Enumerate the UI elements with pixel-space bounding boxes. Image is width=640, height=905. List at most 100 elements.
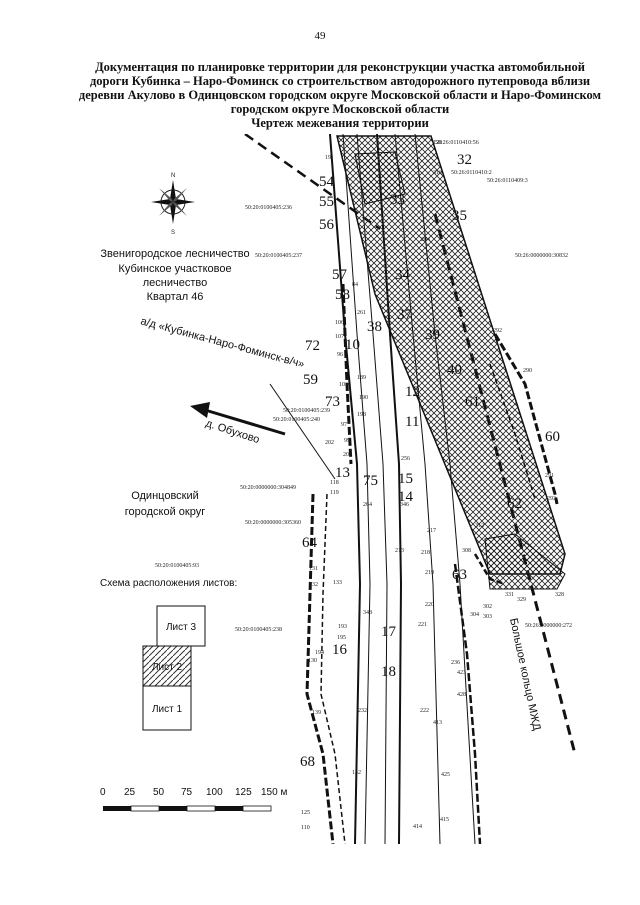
forestry-label: Звенигородское лесничество: [100, 248, 249, 260]
forestry-label: Кубинское участковое: [118, 263, 231, 275]
point-number: 19: [325, 155, 331, 161]
cadastral-number: 50:20:0100405:236: [245, 205, 292, 211]
parcel-number: 59: [303, 372, 318, 388]
cadastral-number: 50:26:0110409:3: [487, 178, 528, 184]
point-number: 103: [339, 382, 348, 388]
point-number: 291: [545, 473, 554, 479]
parcel-number: 37: [397, 307, 413, 323]
point-number: 202: [325, 440, 334, 446]
scale-tick: 125: [235, 787, 252, 798]
parcel-number: 63: [452, 567, 467, 583]
cadastral-number: 50:20:0100405:239: [283, 408, 330, 414]
direction-arrow-icon: [190, 402, 286, 436]
parcel-number: 11: [405, 414, 419, 430]
point-number: 328: [555, 592, 564, 598]
road-label: а/д «Кубинка-Наро-Фоминск-в/ч»: [139, 315, 305, 370]
parcel-number: 72: [305, 338, 320, 354]
cadastral-number: 50:20:0100405:93: [155, 563, 199, 569]
point-number: 99: [344, 438, 350, 444]
parcel-number: 18: [381, 664, 396, 680]
title-line: Документация по планировке территории дл…: [95, 60, 585, 74]
point-number: 200: [343, 452, 352, 458]
cadastral-number: 50:20:0100405:238: [235, 627, 282, 633]
point-number: 130: [308, 658, 317, 664]
cadastral-number: 50:20:0000000:304849: [240, 485, 296, 491]
title-line: городском округе Московской области: [230, 102, 450, 116]
direction-label: д. Обухово: [204, 417, 261, 446]
parcel-number: 61: [465, 394, 480, 410]
point-number: 110: [301, 825, 310, 831]
parcel-number: 14: [398, 489, 414, 505]
point-number: 329: [517, 597, 526, 603]
parcel-number: 57: [332, 267, 348, 283]
point-number: 331: [505, 592, 514, 598]
point-number: 303: [483, 614, 492, 620]
point-number: 132: [309, 582, 318, 588]
parcel-number: 16: [332, 642, 348, 658]
point-number: 348: [363, 610, 372, 616]
cadastral-number: 50:26:0110410:2: [451, 170, 492, 176]
point-number: 84: [352, 282, 358, 288]
point-number: 222: [420, 708, 429, 714]
page-number: 49: [314, 30, 326, 42]
point-number: 346: [400, 502, 409, 508]
parcel-number: 34: [395, 267, 411, 283]
parcel-number: 35: [452, 208, 467, 224]
district-label: Одинцовский: [131, 490, 199, 502]
parcel-number: 55: [319, 194, 334, 210]
scale-tick: 100: [206, 787, 223, 798]
point-number: 413: [433, 720, 442, 726]
compass-north-label: N: [171, 173, 175, 179]
parcel-number: 38: [367, 319, 382, 335]
north-arrow-icon: N S: [151, 173, 195, 236]
sheet-label: Лист 1: [152, 704, 183, 715]
forestry-label: Квартал 46: [147, 291, 204, 303]
forestry-label: лесничество: [143, 277, 207, 289]
point-number: 189: [357, 375, 366, 381]
railway-label: Большое кольцо МЖД: [507, 617, 543, 732]
district-label: городской округ: [125, 506, 206, 518]
survey-map: N S Звенигородское лесничество Кубинское…: [95, 134, 615, 844]
point-number: 125: [301, 810, 310, 816]
compass-south-label: S: [171, 230, 175, 236]
hatched-parcel: [336, 135, 566, 590]
point-number: 194: [315, 650, 324, 656]
point-number: 220: [425, 602, 434, 608]
parcel-number: 75: [363, 473, 378, 489]
point-number: 232: [358, 708, 367, 714]
parcel-number: 62: [507, 496, 522, 512]
title-line: дороги Кубинка – Наро-Фоминск со строите…: [89, 74, 591, 88]
point-number: 139: [312, 710, 321, 716]
point-number: 217: [427, 528, 436, 534]
point-number: 290: [523, 368, 532, 374]
point-number: 213: [395, 548, 404, 554]
parcel-number: 17: [381, 624, 397, 640]
scale-tick: 0: [100, 787, 106, 798]
parcel-number: 15: [398, 471, 413, 487]
point-number: 428: [457, 692, 466, 698]
parcel-boundaries: [473, 333, 559, 586]
point-number: 218: [421, 550, 430, 556]
cadastral-number: 50:20:0100405:237: [255, 253, 302, 259]
point-number: 195: [337, 635, 346, 641]
parcel-numbers: 32 33 35 54 55 56 57 58 34 37 38 39 40 1…: [300, 152, 560, 770]
title-line: деревни Акулово в Одинцовском городском …: [78, 88, 602, 102]
point-number: 131: [309, 566, 318, 572]
point-number: 204: [421, 237, 430, 243]
cadastral-number: 50:26:0000000:272: [525, 623, 572, 629]
document-title: Документация по планировке территории дл…: [60, 60, 620, 130]
drawing-title: Чертеж межевания территории: [251, 116, 429, 130]
parcel-number: 13: [335, 465, 350, 481]
parcel-number: 58: [335, 287, 350, 303]
point-number: 304: [470, 612, 479, 618]
point-number: 97: [341, 422, 347, 428]
point-number: 190: [359, 395, 368, 401]
point-number: 414: [413, 824, 422, 830]
scale-tick: 75: [181, 787, 193, 798]
cadastral-number: 50:20:0000000:305360: [245, 520, 301, 526]
point-number: 133: [333, 580, 342, 586]
point-number: 261: [357, 310, 366, 316]
point-number: 308: [462, 548, 471, 554]
parcel-number: 32: [457, 152, 472, 168]
point-number: 423: [457, 670, 466, 676]
